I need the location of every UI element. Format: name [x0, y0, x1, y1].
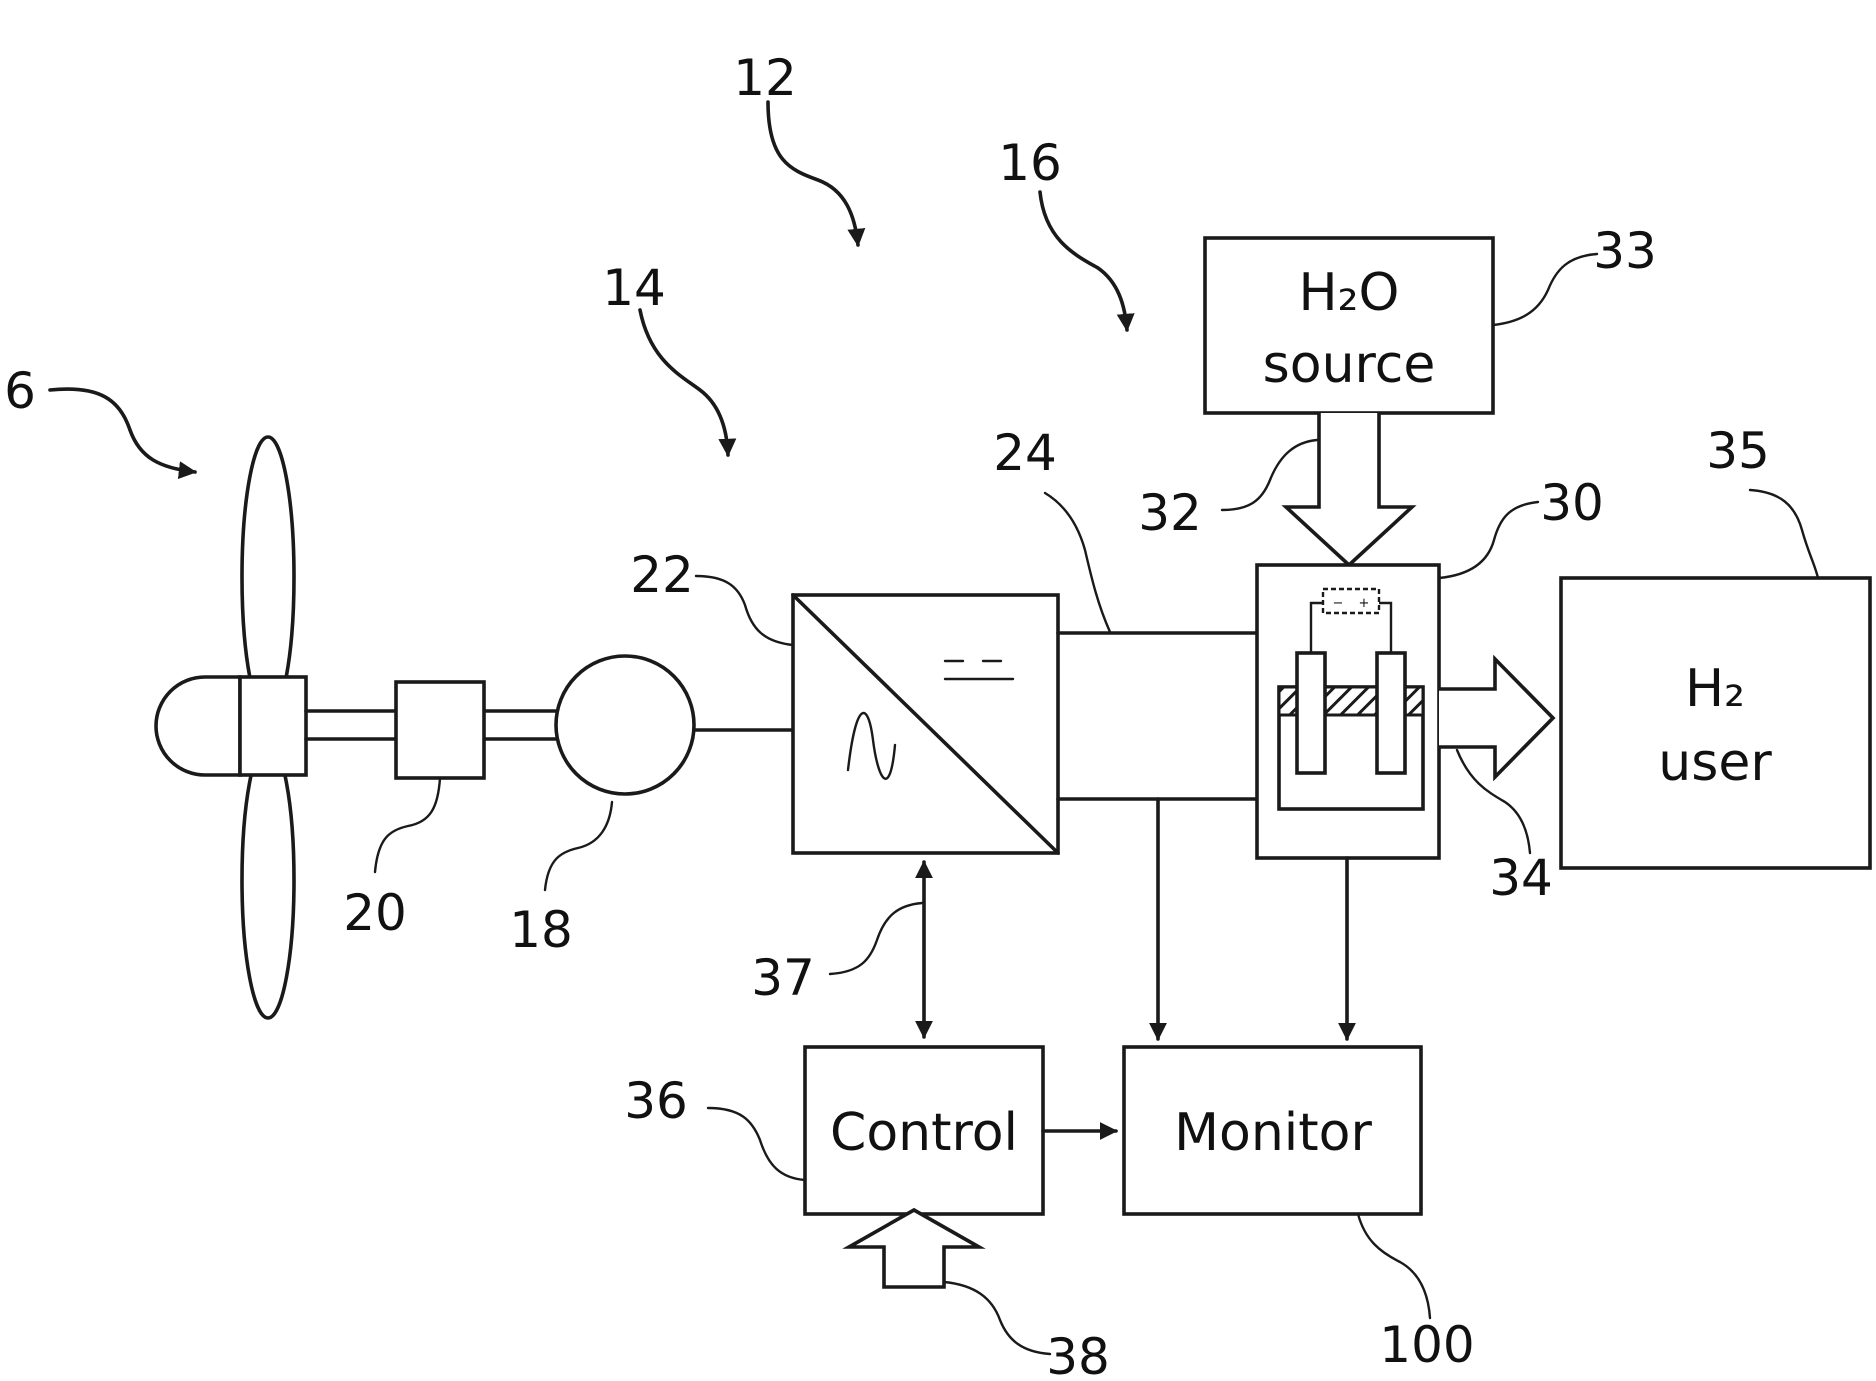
ac-dc-converter-icon — [793, 595, 1058, 853]
electrode-right — [1377, 653, 1405, 773]
blade-lower — [242, 742, 294, 1018]
dc-bus — [1058, 633, 1257, 799]
ref-36: 36 — [624, 1072, 688, 1130]
battery-minus: − — [1333, 596, 1344, 611]
ref-100: 100 — [1379, 1316, 1474, 1374]
gearbox-icon — [396, 682, 484, 778]
ref-37: 37 — [751, 949, 815, 1007]
generator-icon — [556, 656, 694, 794]
hydrogen-output-arrow — [1439, 659, 1553, 777]
control-label: Control — [830, 1103, 1018, 1163]
h2o-source-label-line2: source — [1263, 335, 1436, 395]
blade-upper — [242, 437, 294, 717]
ref-38: 38 — [1046, 1328, 1110, 1381]
electrolyzer-icon: − + — [1257, 565, 1439, 858]
control-input-arrow — [849, 1210, 979, 1287]
battery-icon — [1323, 589, 1379, 613]
hub — [240, 677, 306, 775]
ref-14: 14 — [602, 259, 666, 317]
nose-cone — [156, 677, 240, 775]
ref-34: 34 — [1489, 849, 1553, 907]
wind-turbine-rotor-icon — [156, 437, 306, 1018]
battery-plus: + — [1359, 596, 1370, 611]
ref-22: 22 — [630, 546, 694, 604]
ref-16: 16 — [998, 134, 1062, 192]
ref-35: 35 — [1706, 422, 1770, 480]
electrode-left — [1297, 653, 1325, 773]
ref-33: 33 — [1593, 222, 1657, 280]
ref-32: 32 — [1138, 484, 1202, 542]
ref-24: 24 — [993, 424, 1057, 482]
ref-12: 12 — [733, 49, 797, 107]
h2-user-box — [1561, 578, 1870, 868]
h2-user-label-line2: user — [1658, 733, 1772, 793]
monitor-label: Monitor — [1174, 1103, 1372, 1163]
h2o-source-label-line1: H₂O — [1299, 263, 1400, 323]
water-supply-arrow — [1286, 413, 1412, 565]
ref-20: 20 — [343, 884, 407, 942]
ref-18: 18 — [509, 901, 573, 959]
ref-6: 6 — [4, 362, 36, 420]
h2-user-label-line1: H₂ — [1685, 659, 1745, 719]
ref-30: 30 — [1540, 474, 1604, 532]
